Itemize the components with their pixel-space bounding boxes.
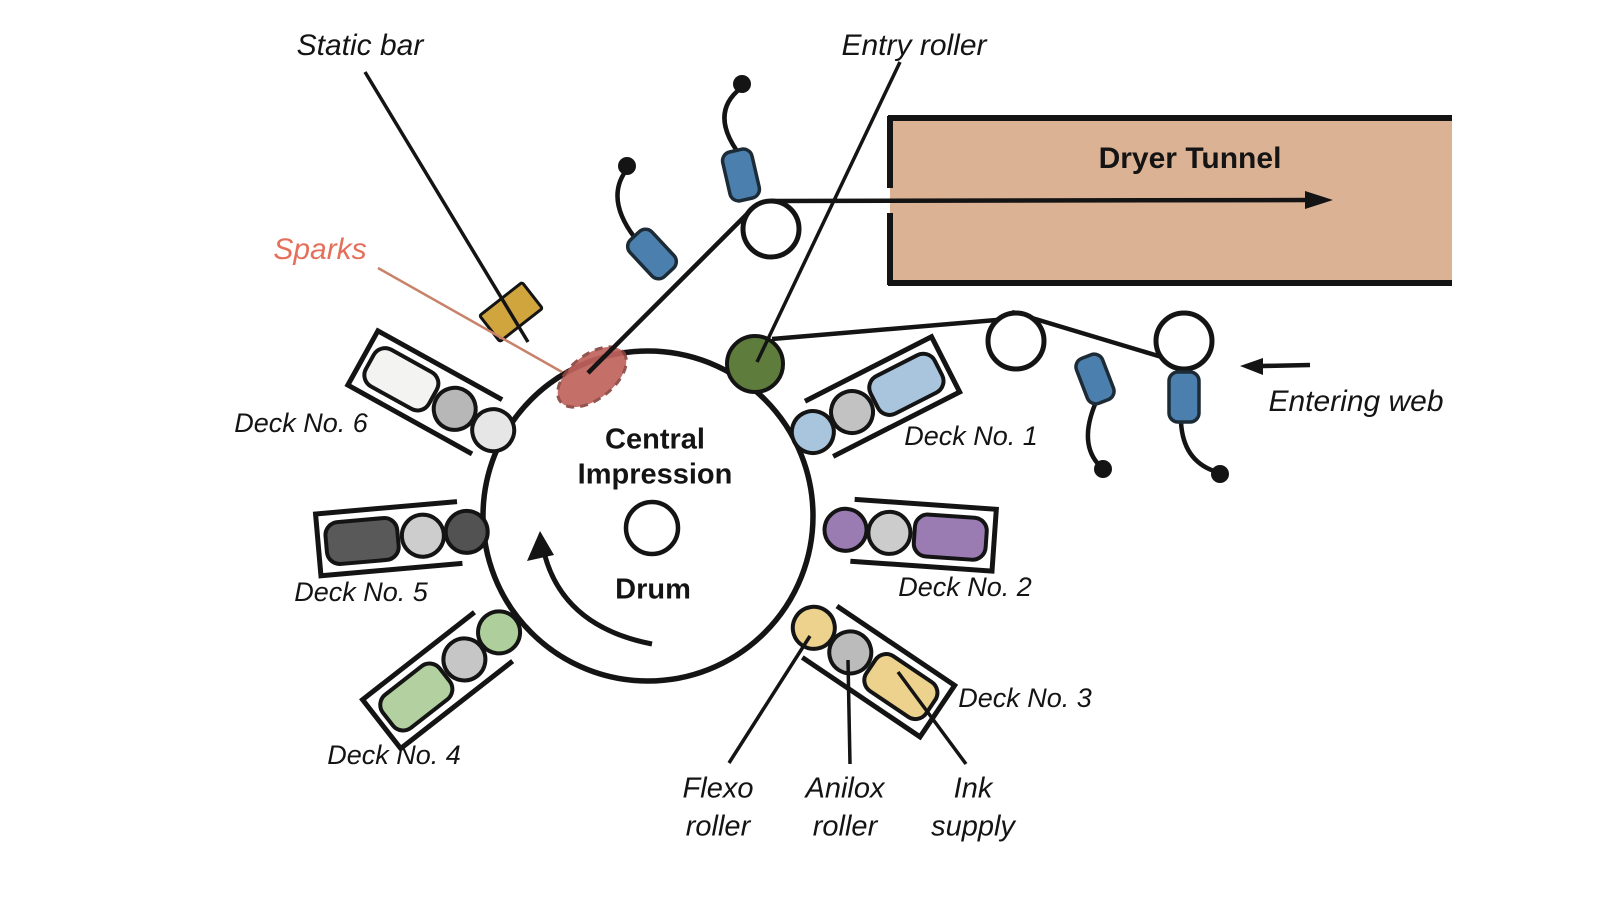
static-eliminator-3-cable-end-dot: [1094, 460, 1112, 478]
deck-2-ink-supply: [911, 512, 989, 562]
deck-6-ink-supply: [362, 346, 441, 413]
deck-2-anilox-roller: [866, 509, 913, 556]
deck-5-group: [312, 499, 490, 579]
static-bar-leader-line: [363, 71, 530, 343]
deck-6-flexo-roller: [470, 407, 517, 454]
deck-4-ink-supply: [378, 661, 455, 733]
deck-1-tray: [803, 333, 964, 459]
deck-2-group: [822, 496, 999, 574]
ink-supply-leader-line: [896, 670, 968, 766]
static-eliminator-1-group: [720, 147, 762, 203]
static-eliminator-1-cable: [722, 85, 744, 154]
deck-3-tray: [800, 603, 959, 741]
web-path: [586, 197, 1311, 375]
anilox-roller-leader-line: [846, 659, 852, 765]
entry-roller-leader-line: [755, 61, 902, 363]
idler-roller-3: [1153, 310, 1215, 372]
static-eliminator-4-group: [1167, 370, 1201, 424]
deck-6-group: [344, 327, 517, 457]
drum-rotation-arrowhead: [527, 531, 554, 561]
static-eliminator-3-group: [1074, 352, 1116, 406]
static-eliminator-2-cable: [615, 169, 638, 241]
deck-4-flexo-roller: [476, 609, 523, 656]
idler-roller-1: [740, 198, 802, 260]
dryer-tunnel-border: [887, 115, 1452, 286]
static-eliminator-2: [625, 227, 679, 281]
deck-4-group: [359, 609, 523, 753]
deck-5-tray: [312, 499, 463, 579]
static-eliminator-3-cable: [1085, 399, 1103, 469]
flexo-roller-leader-line: [727, 635, 812, 764]
deck-3-group: [790, 603, 959, 741]
deck-5-flexo-roller: [443, 508, 490, 555]
drum-axle: [623, 499, 681, 557]
static-eliminator-4: [1167, 370, 1201, 424]
static-eliminator-4-cable: [1178, 419, 1217, 474]
entering-web-arrowhead: [1240, 358, 1263, 375]
sparks-leader-line: [377, 266, 563, 374]
static-eliminator-2-group: [625, 227, 679, 281]
deck-2-tray: [850, 496, 999, 574]
deck-2-flexo-roller: [822, 506, 869, 553]
static-eliminator-3: [1074, 352, 1116, 406]
deck-5-anilox-roller: [399, 512, 446, 559]
deck-1-ink-supply: [867, 351, 946, 417]
dryer-direction-arrowhead: [1305, 191, 1333, 209]
entry-roller: [725, 334, 785, 394]
idler-roller-2: [985, 310, 1047, 372]
deck-1-group: [789, 333, 964, 459]
drum-rotation-arrow: [540, 547, 653, 647]
static-eliminator-2-cable-end-dot: [618, 157, 636, 175]
static-eliminator-1-cable-end-dot: [733, 75, 751, 93]
sparks-patch: [556, 345, 628, 409]
static-eliminator-1: [720, 147, 762, 203]
deck-4-tray: [359, 610, 515, 753]
deck-6-tray: [344, 327, 504, 457]
deck-1-flexo-roller: [789, 409, 836, 456]
deck-5-ink-supply: [323, 516, 401, 566]
sparks-patch-group: [556, 345, 628, 409]
static-eliminator-4-cable-end-dot: [1211, 465, 1229, 483]
